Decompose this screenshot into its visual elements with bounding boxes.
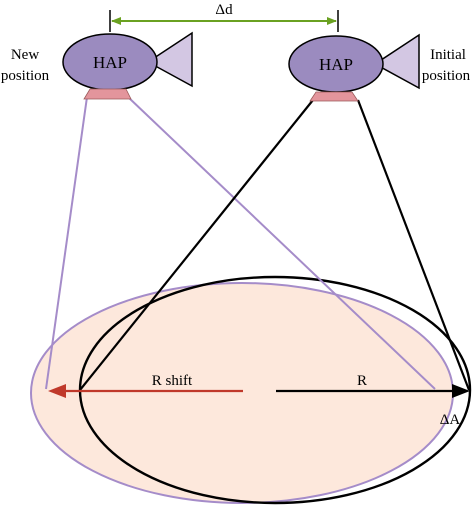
new-hap-tail: [146, 31, 193, 88]
r-shift-indicator: R shift: [48, 373, 243, 398]
new-beam-left: [45, 96, 88, 390]
new-hap-label: HAP: [93, 53, 127, 72]
initial-hap-antenna: [309, 91, 359, 102]
new-coverage-footprint: [30, 282, 454, 504]
initial-beam-left: [79, 99, 314, 391]
initial-hap-tail: [373, 33, 420, 90]
initial-position-label-line2: position: [422, 68, 471, 84]
r-arrowhead: [452, 384, 470, 398]
new-hap-antenna: [83, 88, 132, 100]
delta-d-indicator: Δd: [109, 2, 339, 32]
initial-beam-right: [356, 99, 471, 391]
new-beam-right: [127, 96, 436, 390]
r-shift-label: R shift: [152, 373, 193, 389]
initial-position-label-line1: Initial: [430, 47, 466, 63]
initial-hap-label: HAP: [319, 55, 353, 74]
new-position-label-line2: position: [1, 68, 50, 84]
new-hap: HAP: [62, 31, 193, 100]
r-shift-arrowhead: [48, 384, 66, 398]
delta-a-label: ΔA: [440, 412, 461, 428]
new-position-label-line1: New: [11, 47, 39, 63]
r-indicator: R: [276, 373, 470, 398]
delta-d-label: Δd: [215, 2, 233, 18]
initial-hap: HAP: [288, 33, 420, 102]
r-label: R: [357, 373, 367, 389]
